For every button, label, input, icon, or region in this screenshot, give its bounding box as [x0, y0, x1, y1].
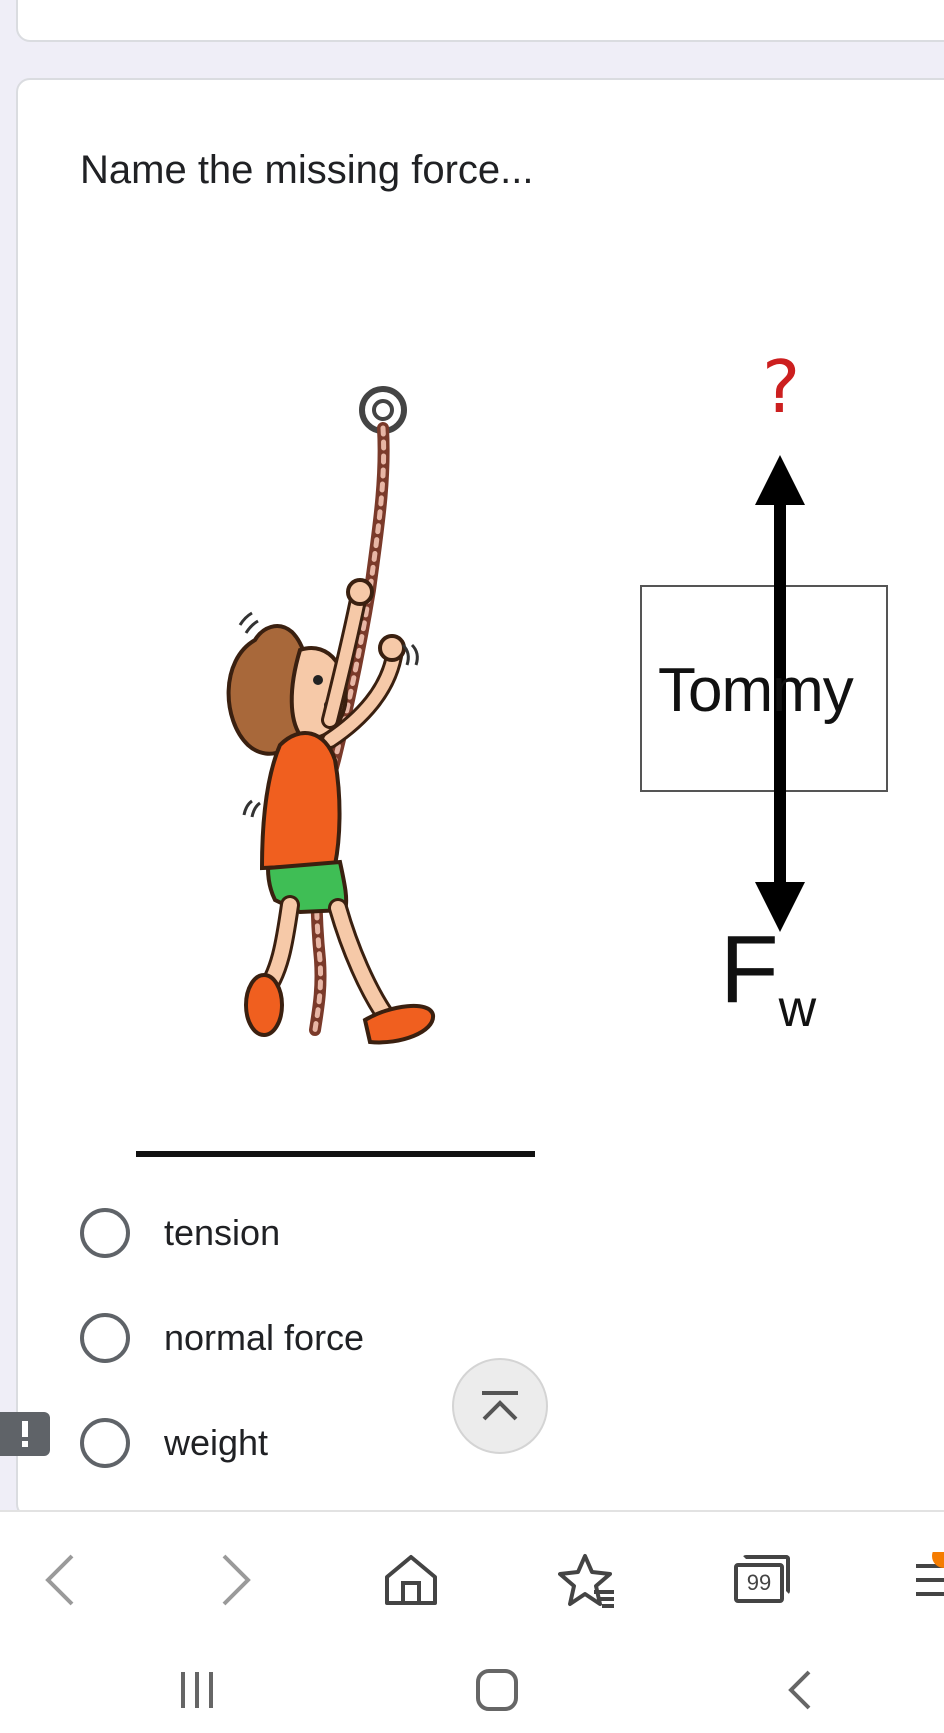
question-image	[226, 386, 888, 1045]
back-icon	[45, 1554, 74, 1606]
option-label: weight	[164, 1422, 269, 1463]
recent-apps-icon	[181, 1672, 213, 1708]
weight-force-subscript: w	[778, 980, 817, 1038]
system-back-button[interactable]	[766, 1660, 836, 1720]
unknown-force-label: ?	[762, 345, 801, 429]
browser-home-button[interactable]	[375, 1544, 447, 1616]
answer-blank-line	[136, 1151, 535, 1157]
up-arrow-head	[755, 455, 805, 505]
option-label: normal force	[164, 1317, 365, 1358]
free-body-diagram	[640, 455, 888, 932]
option-tension[interactable]: tension	[80, 1206, 280, 1260]
system-home-button[interactable]	[462, 1660, 532, 1720]
system-navigation-bar	[0, 1640, 944, 1733]
back-icon	[788, 1670, 811, 1710]
scroll-to-top-button[interactable]	[452, 1358, 548, 1454]
tabs-icon: 99	[732, 1555, 792, 1605]
option-weight[interactable]: weight	[80, 1416, 268, 1470]
bookmarks-icon	[558, 1554, 614, 1608]
browser-back-button[interactable]	[24, 1544, 96, 1616]
rope-climber-illustration	[226, 386, 435, 1045]
forward-icon	[222, 1554, 251, 1606]
radio-button[interactable]	[80, 1208, 130, 1258]
weight-force-symbol: F	[720, 916, 779, 1023]
tabs-button[interactable]: 99	[726, 1544, 798, 1616]
browser-menu-button[interactable]	[900, 1544, 944, 1616]
feedback-button[interactable]	[0, 1412, 50, 1456]
browser-toolbar: 99	[0, 1510, 944, 1640]
report-icon	[22, 1421, 28, 1447]
option-normal-force[interactable]: normal force	[80, 1311, 364, 1365]
menu-icon	[916, 1552, 944, 1596]
tabs-count: 99	[746, 1570, 772, 1595]
home-icon	[476, 1669, 518, 1711]
down-arrow-head	[755, 882, 805, 932]
free-body-box-label: Tommy	[658, 656, 854, 725]
previous-question-card	[16, 0, 944, 42]
notification-badge	[932, 1552, 944, 1568]
question-title: Name the missing force...	[80, 148, 534, 192]
home-icon	[385, 1555, 437, 1605]
browser-forward-button[interactable]	[200, 1544, 272, 1616]
option-label: tension	[164, 1212, 281, 1253]
question-card	[16, 78, 944, 1518]
scroll-up-icon	[482, 1391, 518, 1421]
radio-button[interactable]	[80, 1418, 130, 1468]
recent-apps-button[interactable]	[162, 1660, 232, 1720]
weight-force-label: Fw	[720, 915, 816, 1038]
radio-button[interactable]	[80, 1313, 130, 1363]
bookmarks-button[interactable]	[551, 1544, 623, 1616]
